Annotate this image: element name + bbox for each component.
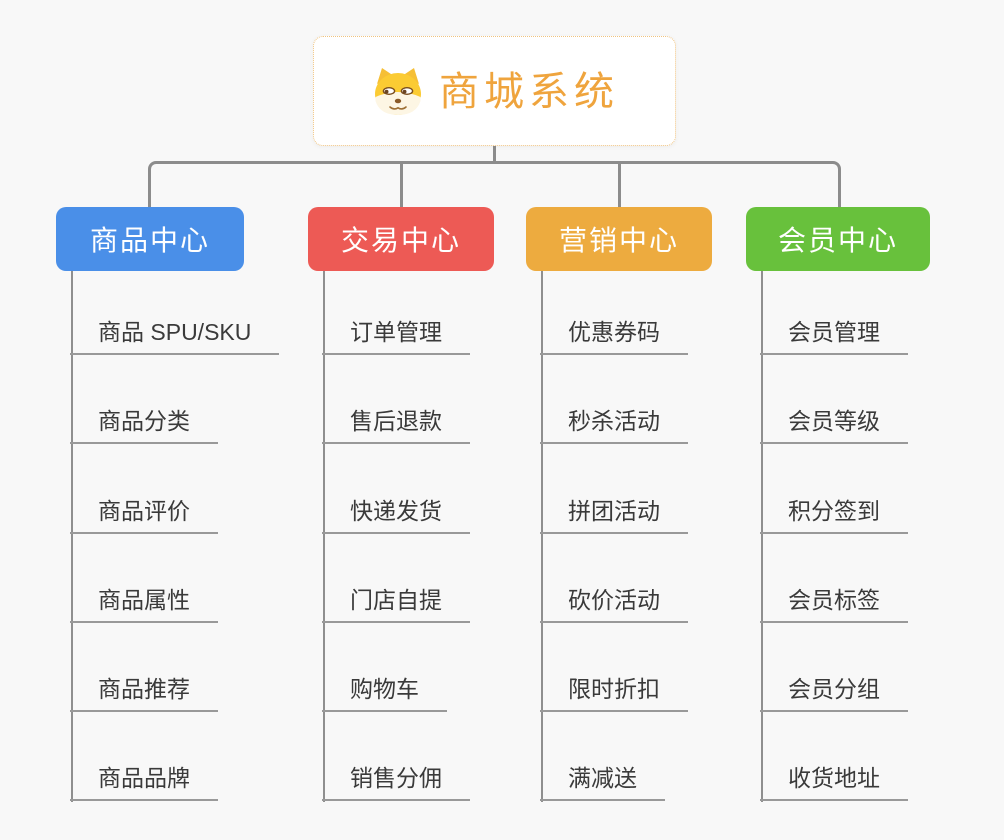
leaf-node[interactable]: 优惠券码 [540, 317, 688, 355]
branch-product-center: 商品中心 商品 SPU/SKU 商品分类 商品评价 商品属性 商品推荐 商品品牌 [56, 0, 280, 840]
connector-drop-branch-3 [618, 161, 621, 207]
connector-trunk [71, 271, 73, 802]
leaf-node[interactable]: 会员标签 [760, 585, 908, 623]
connector-bus [148, 161, 841, 207]
connector-drop-branch-2 [400, 161, 403, 207]
leaf-node[interactable]: 会员等级 [760, 406, 908, 444]
leaf-node[interactable]: 销售分佣 [322, 763, 470, 801]
branch-member-center: 会员中心 会员管理 会员等级 积分签到 会员标签 会员分组 收货地址 [746, 0, 930, 840]
leaf-node[interactable]: 商品评价 [70, 496, 218, 534]
leaf-node[interactable]: 满减送 [540, 763, 665, 801]
doge-icon [375, 68, 421, 115]
leaf-node[interactable]: 购物车 [322, 674, 447, 712]
branch-marketing-center: 营销中心 优惠券码 秒杀活动 拼团活动 砍价活动 限时折扣 满减送 [526, 0, 712, 840]
branch-header-label: 商品中心 [89, 225, 210, 256]
branch-header-label: 交易中心 [340, 225, 461, 256]
root-title: 商城系统 [439, 70, 619, 114]
connector-trunk [323, 271, 325, 802]
leaf-node[interactable]: 秒杀活动 [540, 406, 688, 444]
leaf-node[interactable]: 订单管理 [322, 317, 470, 355]
leaf-node[interactable]: 砍价活动 [540, 585, 688, 623]
leaf-node[interactable]: 会员分组 [760, 674, 908, 712]
leaf-node[interactable]: 会员管理 [760, 317, 908, 355]
connector-trunk [541, 271, 543, 802]
leaf-node[interactable]: 商品 SPU/SKU [70, 317, 280, 355]
leaf-node[interactable]: 收货地址 [760, 763, 908, 801]
leaf-node[interactable]: 拼团活动 [540, 496, 688, 534]
leaf-node[interactable]: 商品属性 [70, 585, 218, 623]
branch-header-product-center[interactable]: 商品中心 [56, 207, 244, 271]
leaf-node[interactable]: 商品品牌 [70, 763, 218, 801]
branch-header-trade-center[interactable]: 交易中心 [308, 207, 494, 271]
branch-header-label: 营销中心 [558, 225, 679, 256]
leaf-node[interactable]: 售后退款 [322, 406, 470, 444]
connector-trunk [761, 271, 763, 802]
leaf-node[interactable]: 门店自提 [322, 585, 470, 623]
leaf-node[interactable]: 商品分类 [70, 406, 218, 444]
leaf-node[interactable]: 商品推荐 [70, 674, 218, 712]
leaf-node[interactable]: 积分签到 [760, 496, 908, 534]
branch-header-marketing-center[interactable]: 营销中心 [526, 207, 712, 271]
branch-header-member-center[interactable]: 会员中心 [746, 207, 930, 271]
leaf-node[interactable]: 快递发货 [322, 496, 470, 534]
branch-header-label: 会员中心 [777, 225, 898, 256]
leaf-node[interactable]: 限时折扣 [540, 674, 688, 712]
branch-trade-center: 交易中心 订单管理 售后退款 快递发货 门店自提 购物车 销售分佣 [308, 0, 494, 840]
connector-root-stub [493, 144, 496, 163]
root-node[interactable]: 商城系统 [313, 36, 676, 146]
